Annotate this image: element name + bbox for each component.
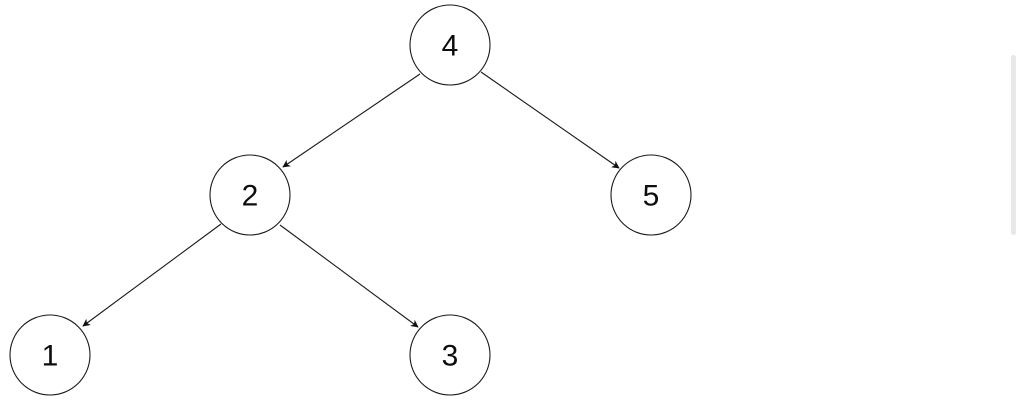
tree-node-3[interactable]: 3 xyxy=(409,314,491,396)
node-group: 4 2 5 1 3 xyxy=(9,4,692,396)
node-circle-4[interactable] xyxy=(409,4,491,86)
node-circle-1[interactable] xyxy=(9,314,91,396)
vertical-scrollbar[interactable] xyxy=(1008,0,1020,409)
tree-node-1[interactable]: 1 xyxy=(9,314,91,396)
node-label-2: 2 xyxy=(242,180,259,213)
tree-node-4[interactable]: 4 xyxy=(409,4,491,86)
edge-4-to-2 xyxy=(282,73,421,168)
scrollbar-thumb[interactable] xyxy=(1011,55,1016,235)
node-circle-3[interactable] xyxy=(409,314,491,396)
node-circle-5[interactable] xyxy=(610,154,692,236)
node-label-1: 1 xyxy=(42,340,59,373)
node-label-5: 5 xyxy=(643,180,660,213)
tree-node-2[interactable]: 2 xyxy=(209,154,291,236)
node-label-3: 3 xyxy=(442,340,459,373)
edge-group xyxy=(82,71,620,328)
node-label-4: 4 xyxy=(442,30,459,63)
edge-4-to-5 xyxy=(480,71,620,169)
tree-node-5[interactable]: 5 xyxy=(610,154,692,236)
edge-2-to-3 xyxy=(279,224,419,328)
node-circle-2[interactable] xyxy=(209,154,291,236)
edge-2-to-1 xyxy=(82,223,222,327)
